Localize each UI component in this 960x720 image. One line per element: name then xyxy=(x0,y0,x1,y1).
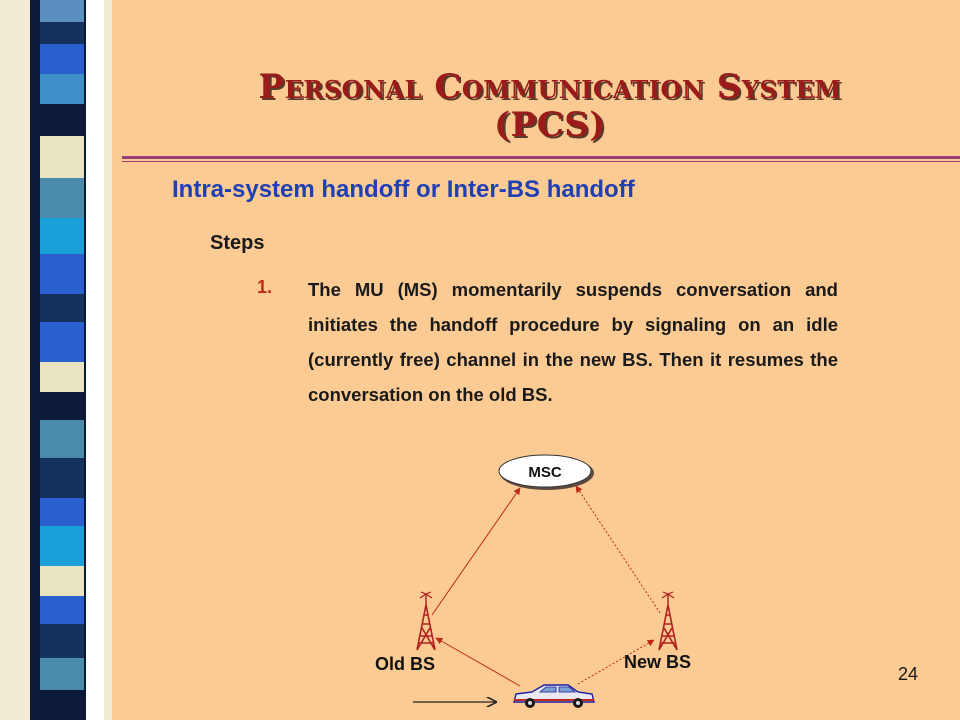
msc-node: MSC xyxy=(498,454,594,490)
slide-title-line1: Personal Communication System xyxy=(258,67,842,107)
link-new-bs-to-msc xyxy=(575,485,661,614)
link-mu-to-old-bs xyxy=(435,637,521,687)
new-bs-label: New BS xyxy=(624,652,691,672)
slide-title-line2: (PCS) xyxy=(494,105,606,145)
decorative-stripe xyxy=(0,0,112,720)
step-number: 1. xyxy=(257,277,273,297)
slide-title: Personal Communication System (PCS) xyxy=(150,68,950,144)
car-icon xyxy=(513,684,595,708)
msc-label: MSC xyxy=(528,464,562,481)
title-rule-thin xyxy=(122,161,960,162)
title-rule xyxy=(122,156,960,159)
link-old-bs-to-msc xyxy=(431,487,521,616)
old-bs-label: Old BS xyxy=(375,654,435,674)
slide-subtitle: Intra-system handoff or Inter-BS handoff xyxy=(172,176,635,203)
link-mu-to-new-bs xyxy=(577,639,655,685)
steps-heading: Steps xyxy=(210,232,265,254)
old-bs-tower-icon xyxy=(416,591,436,651)
page-number: 24 xyxy=(898,664,919,684)
new-bs-tower-icon xyxy=(658,591,678,651)
step-text: The MU (MS) momentarily suspends convers… xyxy=(308,279,838,405)
